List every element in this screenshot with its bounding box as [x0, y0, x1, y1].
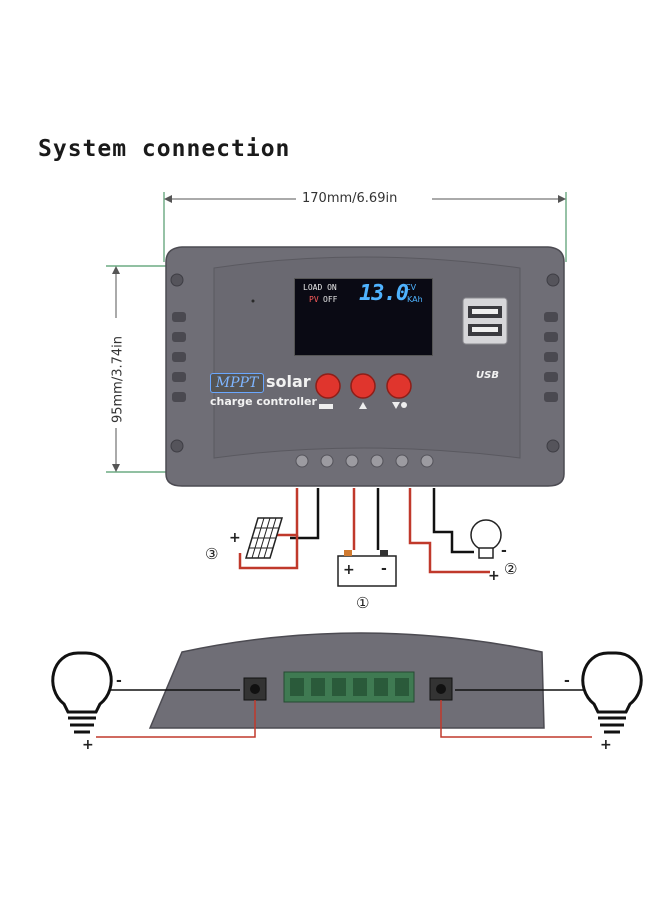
mppt-logo: MPPT [210, 373, 264, 393]
bottom-left-negative: - [116, 673, 122, 689]
battery-negative: - [381, 561, 387, 577]
bulb-icon [470, 519, 502, 559]
load-negative: - [501, 543, 507, 559]
pv-label: PV [309, 295, 319, 304]
battery-positive: + [343, 562, 355, 578]
battery-number: ① [356, 594, 370, 612]
unit-bottom: KAh [407, 295, 423, 304]
terminal-screws [295, 454, 434, 468]
usb-port-icon [462, 297, 508, 345]
control-buttons [315, 373, 412, 409]
wiring [238, 488, 490, 574]
panel-positive: + [229, 530, 241, 546]
height-dimension [106, 265, 168, 473]
controller-bottom-view [96, 632, 592, 738]
unit-top: °CV [401, 283, 417, 292]
load-number: ② [504, 560, 518, 578]
solar-panel-icon [244, 517, 284, 559]
bottom-right-negative: - [564, 673, 570, 689]
lcd-display: LOAD ON PV OFF 13.0 °CV KAh [294, 278, 433, 356]
bottom-left-bulb-icon [51, 651, 113, 734]
battery-icon [337, 550, 397, 587]
bottom-right-positive: + [600, 737, 612, 753]
usb-label: USB [476, 370, 499, 381]
width-label: 170mm/6.69in [298, 191, 402, 206]
load-status: LOAD ON [303, 283, 337, 292]
voltage-reading: 13.0 [359, 281, 409, 306]
load-positive: + [488, 568, 500, 584]
bottom-left-positive: + [82, 737, 94, 753]
off-label: OFF [323, 295, 338, 304]
panel-number: ③ [205, 545, 219, 563]
solar-label: solar [266, 372, 311, 391]
height-label: 95mm/3.74in [110, 335, 126, 424]
page-title: System connection [38, 136, 291, 162]
bottom-right-bulb-icon [581, 651, 643, 734]
charge-controller-label: charge controller [210, 395, 317, 408]
width-dimension [163, 192, 567, 262]
